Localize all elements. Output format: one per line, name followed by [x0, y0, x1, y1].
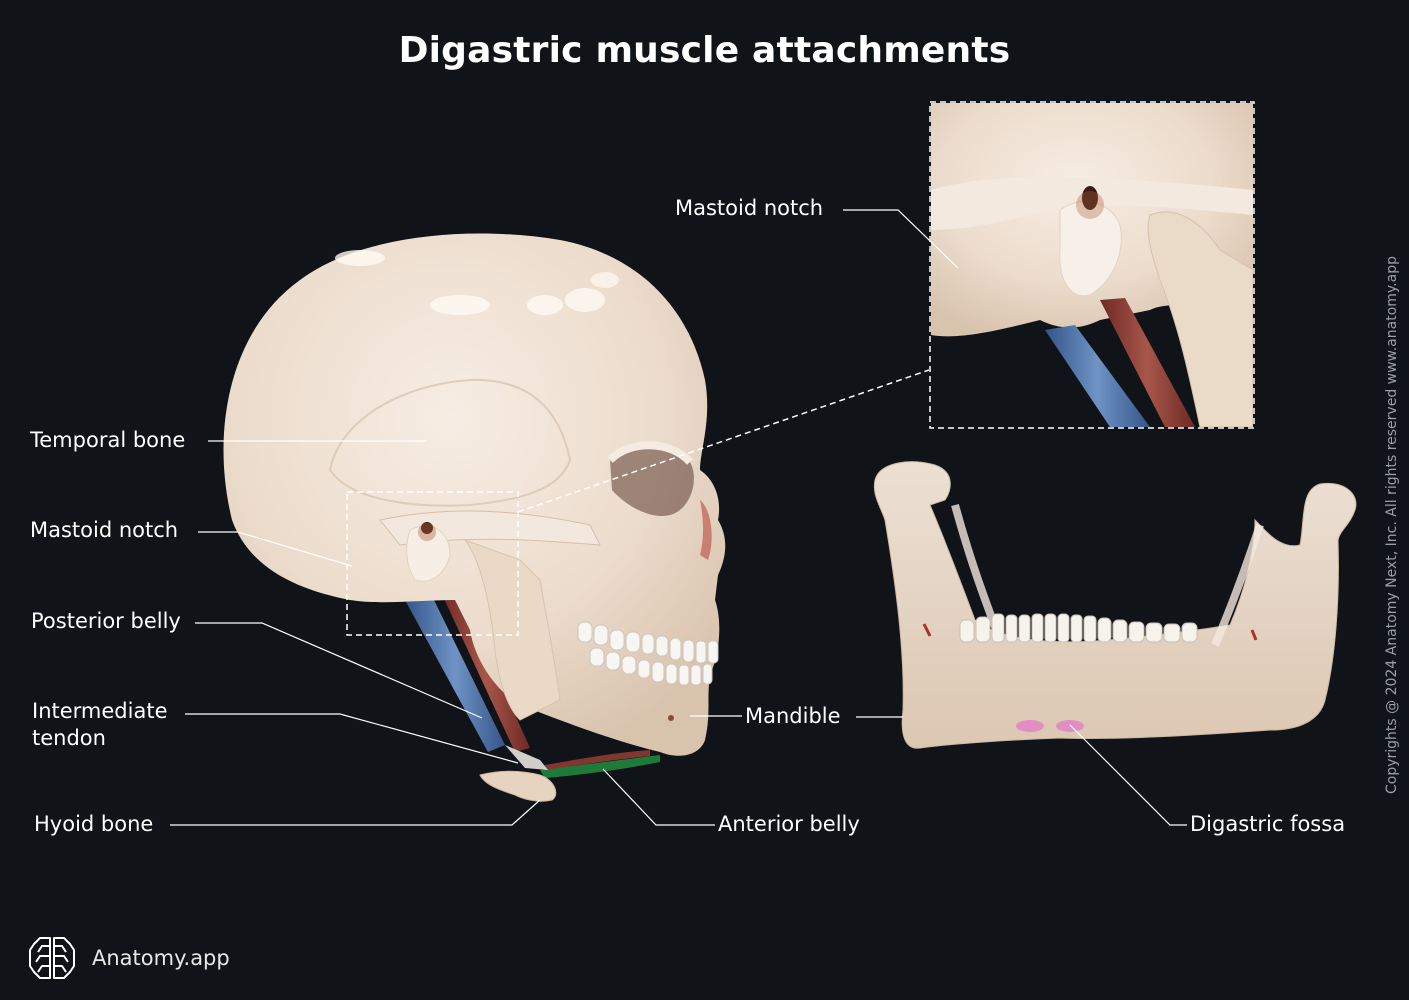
inset-frame: [929, 101, 1255, 429]
leader-lines: [170, 209, 1187, 826]
label-posterior-belly: Posterior belly: [31, 609, 181, 633]
label-hyoid-bone: Hyoid bone: [34, 812, 154, 836]
page-title: Digastric muscle attachments: [398, 30, 1011, 71]
zoom-connector-line: [517, 369, 930, 513]
mandible-teeth: [959, 613, 1198, 643]
mandible-anterior: [873, 461, 1357, 749]
brain-icon: [29, 937, 75, 979]
label-anterior-belly: Anterior belly: [718, 812, 860, 836]
hyoid-bone: [479, 770, 557, 802]
mastoid-inset-image: [931, 103, 1253, 427]
copyright-notice: Copyrights @ 2024 Anatomy Next, Inc. All…: [1384, 256, 1400, 794]
label-intermediate-tendon-line2: tendon: [32, 726, 106, 750]
anterior-belly-muscle: [540, 755, 660, 778]
label-mastoid-notch: Mastoid notch: [30, 518, 179, 542]
teeth-upper: [577, 621, 719, 664]
zoom-region-box: [346, 491, 519, 636]
digastric-fossa-left: [1016, 720, 1044, 732]
brand-logo[interactable]: Anatomy.app: [26, 934, 230, 982]
intermediate-tendon: [505, 745, 548, 770]
brand-name: Anatomy.app: [92, 946, 230, 970]
label-mandible: Mandible: [745, 704, 841, 728]
stylohyoid-muscle: [440, 588, 530, 752]
digastric-fossa-right: [1056, 720, 1084, 732]
label-mastoid-notch-inset: Mastoid notch: [675, 196, 824, 220]
label-intermediate-tendon: Intermediate tendon: [32, 698, 168, 752]
label-intermediate-tendon-line1: Intermediate: [32, 699, 168, 723]
label-digastric-fossa: Digastric fossa: [1190, 812, 1346, 836]
skull-lateral: [223, 233, 726, 802]
teeth-lower: [589, 647, 713, 686]
label-temporal-bone: Temporal bone: [30, 428, 186, 452]
